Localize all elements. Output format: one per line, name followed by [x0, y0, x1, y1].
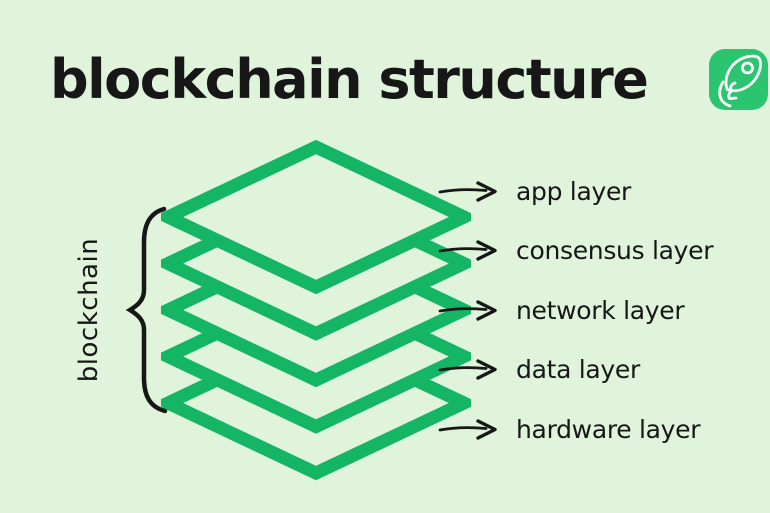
- layer-label: app layer: [516, 176, 632, 206]
- curly-brace-icon: [125, 206, 168, 414]
- layer-label: network layer: [516, 295, 685, 325]
- arrow-right-icon: [438, 359, 497, 380]
- arrow-right-icon: [438, 300, 497, 321]
- page-title: blockchain structure: [50, 48, 649, 111]
- arrow-right-icon: [438, 419, 497, 440]
- layer-callout-hardware: hardware layer: [438, 412, 701, 446]
- rocket-icon: [718, 54, 762, 108]
- layer-callout-network: network layer: [438, 293, 685, 327]
- brace-label: blockchain: [74, 237, 104, 383]
- layer-callout-consensus: consensus layer: [438, 233, 714, 267]
- arrow-right-icon: [438, 181, 497, 202]
- layer-label: hardware layer: [516, 414, 701, 444]
- layer-callout-data: data layer: [438, 352, 640, 386]
- layer-label: consensus layer: [516, 235, 714, 265]
- layer-callout-app: app layer: [438, 174, 631, 208]
- layer-label: data layer: [516, 354, 640, 384]
- diamond-app-layer: [161, 140, 471, 295]
- brand-logo-badge: [709, 49, 768, 110]
- layer-stack: [161, 140, 471, 481]
- arrow-right-icon: [438, 240, 497, 261]
